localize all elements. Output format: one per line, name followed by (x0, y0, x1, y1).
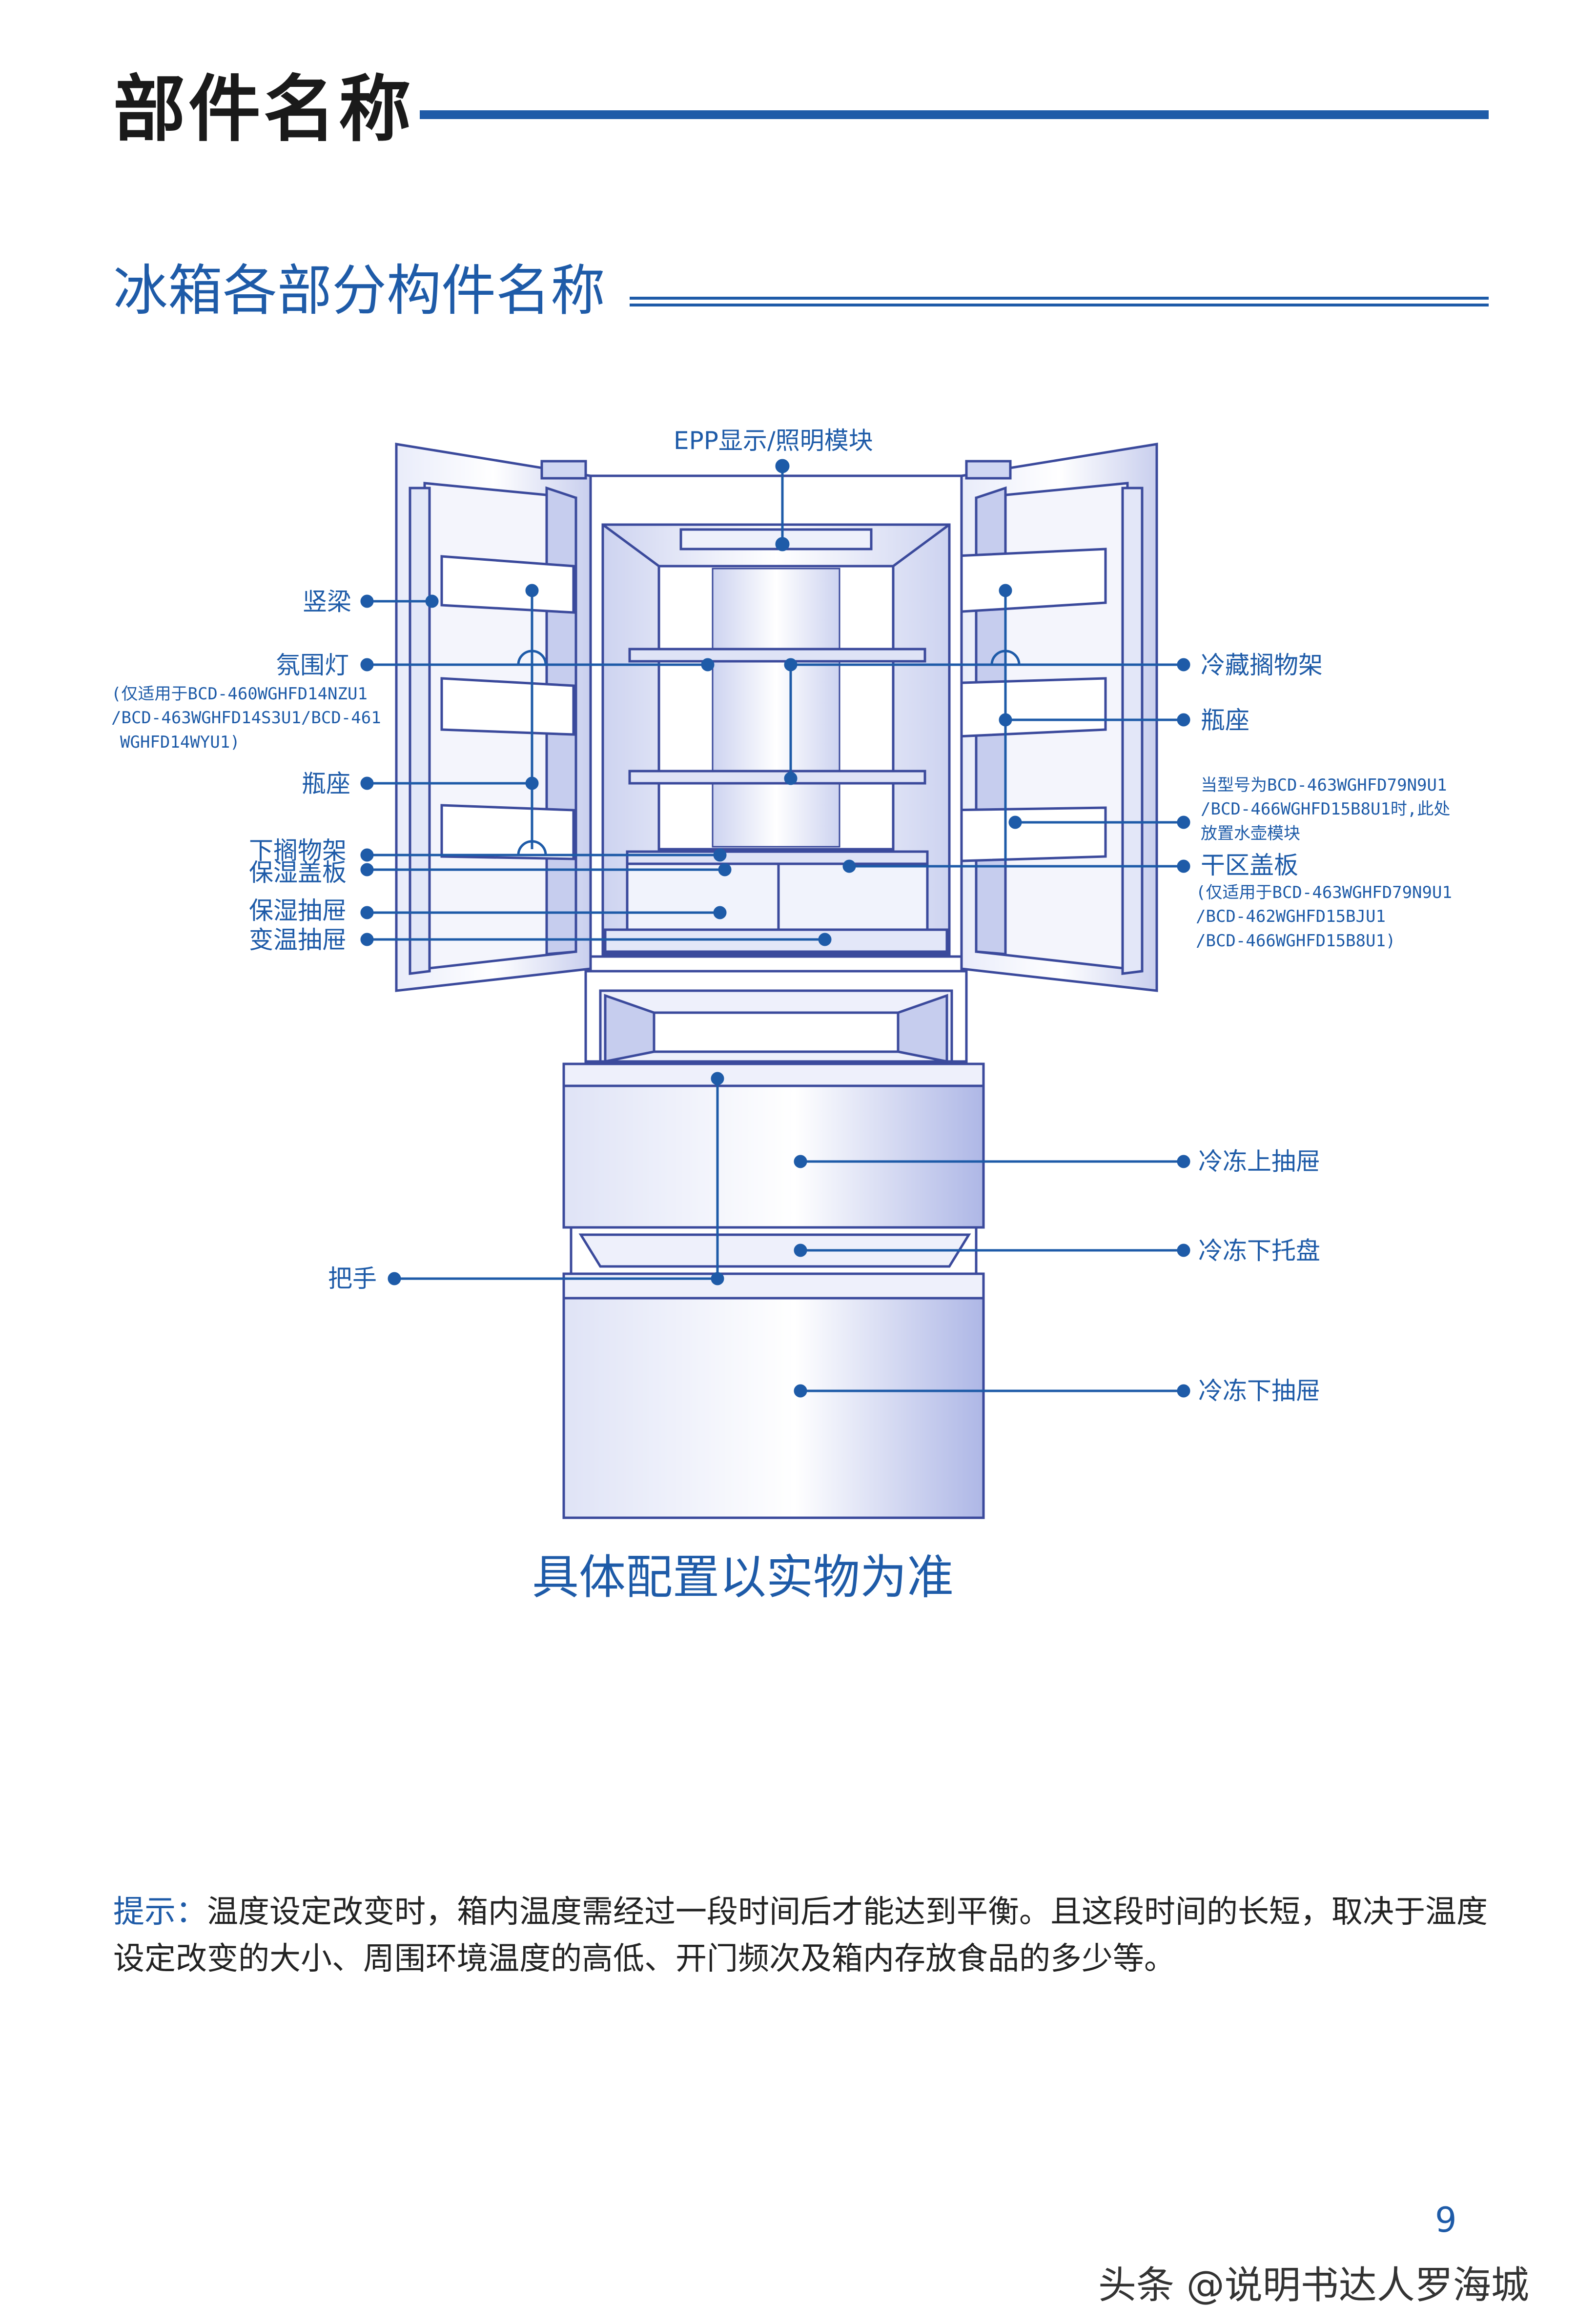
label-bottle-seat-right: 瓶座 (1201, 706, 1249, 734)
label-ambient-note: (仅适用于BCD-460WGHFD14NZU1 /BCD-463WGHFD14S… (111, 682, 381, 754)
ambient-note-line-1: (仅适用于BCD-460WGHFD14NZU1 (111, 684, 368, 704)
kettle-note-line-2: /BCD-466WGHFD15B8U1时,此处 (1201, 799, 1451, 819)
label-variable-drawer: 变温抽屉 (249, 926, 347, 954)
label-cold-shelf: 冷藏搁物架 (1201, 651, 1323, 679)
label-freezer-lower: 冷冻下抽屉 (1198, 1377, 1320, 1405)
label-handle: 把手 (328, 1264, 377, 1293)
label-freezer-upper: 冷冻上抽屉 (1198, 1147, 1320, 1176)
ambient-note-line-3: WGHFD14WYU1) (120, 732, 240, 752)
ambient-note-line-2: /BCD-463WGHFD14S3U1/BCD-461 (111, 708, 381, 728)
label-kettle-note: 当型号为BCD-463WGHFD79N9U1 /BCD-466WGHFD15B8… (1201, 774, 1450, 846)
freezer-upper-drawer (562, 1062, 985, 1087)
label-epp-module: EPP显示/照明模块 (674, 427, 873, 455)
title-rule (420, 110, 1489, 119)
dry-note-line-3: /BCD-466WGHFD15B8U1) (1196, 931, 1396, 951)
label-bottle-seat-left: 瓶座 (302, 770, 350, 798)
page-number: 9 (1435, 2200, 1457, 2240)
kettle-note-line-3: 放置水壶模块 (1201, 823, 1300, 843)
label-dry-note: (仅适用于BCD-463WGHFD79N9U1 /BCD-462WGHFD15B… (1196, 881, 1452, 953)
section-title: 冰箱各部分构件名称 (113, 259, 605, 323)
tip-label: 提示： (113, 1894, 207, 1930)
page-title: 部件名称 (113, 67, 414, 151)
kettle-note-line-1: 当型号为BCD-463WGHFD79N9U1 (1201, 775, 1447, 795)
label-ambient-light: 氛围灯 (276, 651, 349, 679)
dry-note-line-1: (仅适用于BCD-463WGHFD79N9U1 (1196, 883, 1452, 902)
label-vertical-beam: 竖梁 (303, 588, 351, 616)
freezer-lower-drawer (562, 1297, 985, 1519)
label-freezer-tray: 冷冻下托盘 (1198, 1237, 1320, 1265)
dry-note-line-2: /BCD-462WGHFD15BJU1 (1196, 907, 1386, 927)
label-moist-drawer: 保湿抽屉 (249, 897, 347, 925)
tip-paragraph: 提示：温度设定改变时，箱内温度需经过一段时间后才能达到平衡。且这段时间的长短，取… (113, 1889, 1499, 1982)
config-note: 具体配置以实物为准 (532, 1550, 954, 1605)
watermark: 头条 @说明书达人罗海城 (1098, 2263, 1529, 2307)
tip-text: 温度设定改变时，箱内温度需经过一段时间后才能达到平衡。且这段时间的长短，取决于温… (113, 1894, 1488, 1977)
label-moist-cover: 保湿盖板 (249, 858, 347, 887)
section-rule (630, 297, 1489, 306)
label-dry-cover: 干区盖板 (1201, 851, 1298, 879)
label-lower-shelf: 下搁物架 (249, 836, 347, 865)
